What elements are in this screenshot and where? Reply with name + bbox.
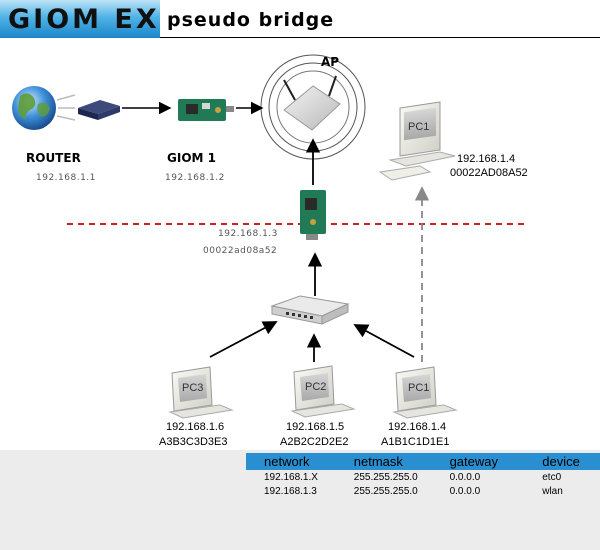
pc1-wireless-ip: 192.168.1.4 — [457, 153, 516, 165]
routing-table-header: network netmask gateway device — [246, 453, 600, 470]
pc1-wireless-computer-icon — [378, 101, 456, 181]
column-header-gateway: gateway — [431, 453, 525, 470]
ethernet-switch-icon — [270, 295, 350, 325]
brand-title: GIOM EX — [8, 4, 160, 35]
router-ip: 192.168.1.1 — [36, 173, 96, 183]
pc3-computer-icon — [168, 366, 234, 419]
router-label: ROUTER — [26, 151, 81, 165]
router-icon — [78, 100, 120, 120]
column-header-device: device — [524, 453, 600, 470]
pc1-ip: 192.168.1.4 — [388, 421, 447, 433]
pc3-ip: 192.168.1.6 — [166, 421, 225, 433]
giom1-ip: 192.168.1.2 — [165, 173, 225, 183]
table-row: 192.168.1.X 255.255.255.0 0.0.0.0 etc0 — [246, 470, 600, 484]
internet-globe-icon — [12, 86, 56, 130]
pc2-ip: 192.168.1.5 — [286, 421, 345, 433]
table-row: 192.168.1.3 255.255.255.0 0.0.0.0 wlan — [246, 484, 600, 498]
pc2-screen-label: PC2 — [305, 381, 327, 393]
cell-netmask: 255.255.255.0 — [353, 472, 418, 483]
giom1-board-icon — [178, 99, 234, 121]
pc1-computer-icon — [392, 366, 458, 419]
cell-gateway: 0.0.0.0 — [449, 472, 481, 483]
page-subtitle: pseudo bridge — [167, 9, 335, 31]
header-divider — [160, 37, 600, 38]
giom-bridge-board-icon — [300, 190, 326, 240]
pc1-to-switch-arrow — [353, 324, 415, 358]
pc3-mac: A3B3C3D3E3 — [159, 436, 228, 448]
pc3-to-switch-arrow — [209, 321, 278, 358]
routing-table: network netmask gateway device 192.168.1… — [246, 453, 600, 498]
column-header-netmask: netmask — [335, 453, 432, 470]
pc1-wireless-mac: 00022AD08A52 — [450, 167, 528, 179]
globe-link-lines — [56, 94, 76, 121]
cell-network: 192.168.1.3 — [264, 486, 317, 497]
cell-network: 192.168.1.X — [264, 472, 318, 483]
pc1-screen-label: PC1 — [408, 382, 430, 394]
cell-netmask: 255.255.255.0 — [353, 486, 418, 497]
pc1-wireless-screen-label: PC1 — [408, 121, 430, 133]
pc3-screen-label: PC3 — [182, 382, 204, 394]
pc1-mac: A1B1C1D1E1 — [381, 436, 450, 448]
cell-device: wlan — [542, 486, 563, 497]
brand-banner: GIOM EX — [0, 0, 160, 38]
pc2-mac: A2B2C2D2E2 — [280, 436, 349, 448]
column-header-network: network — [246, 453, 336, 470]
cell-gateway: 0.0.0.0 — [449, 486, 481, 497]
giom-bridge-ip: 192.168.1.3 — [218, 229, 278, 239]
pc2-computer-icon — [290, 365, 356, 418]
giom-bridge-mac: 00022ad08a52 — [203, 246, 278, 256]
cell-device: etc0 — [542, 472, 562, 483]
giom1-label: GIOM 1 — [167, 151, 216, 165]
ap-label: AP — [320, 55, 340, 69]
